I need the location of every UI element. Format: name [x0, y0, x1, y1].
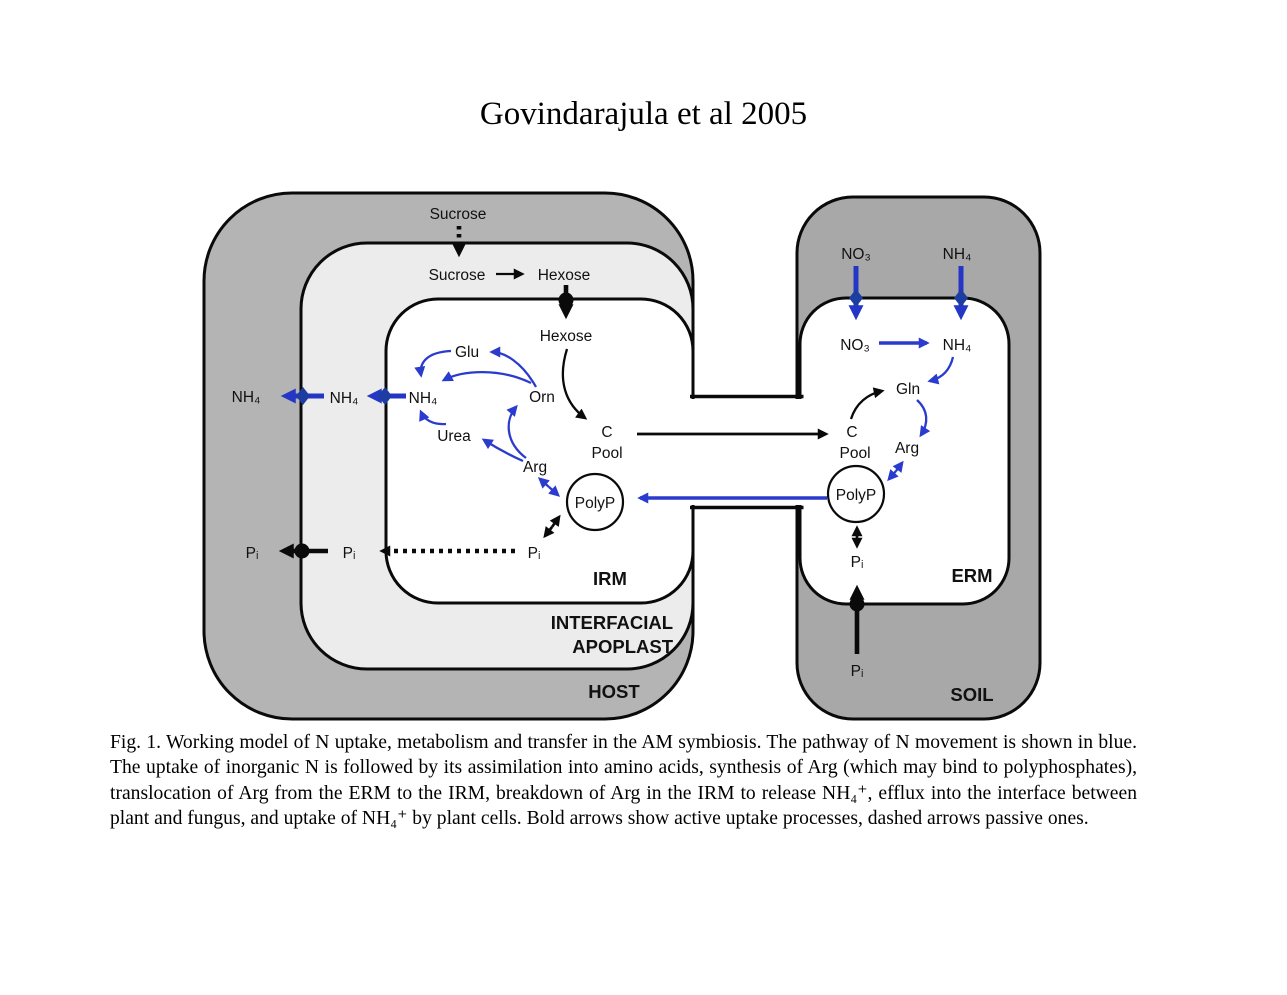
- sucrose-apoplast-label: Sucrose: [429, 267, 486, 284]
- cpool-irm-label-line2: Pool: [591, 445, 622, 462]
- arrow-orn-to-nh4: [441, 370, 532, 385]
- nh4-apoplast-label: NH₄: [330, 390, 359, 407]
- corridor-opening: [688, 399, 806, 505]
- nh4-transporter-diamond-host: [296, 387, 310, 405]
- gln-label: Gln: [896, 381, 920, 398]
- erm-region-label: ERM: [951, 565, 992, 586]
- hexose-transporter-dot: [558, 292, 574, 308]
- arrow-arg-to-urea: [481, 438, 524, 463]
- pi-transporter-dot-soil: [849, 596, 865, 612]
- pi-irm-label: Pᵢ: [528, 545, 541, 562]
- arrow-urea-to-nh4: [419, 409, 447, 426]
- cpool-erm-label-line2: Pool: [839, 445, 870, 462]
- arrow-arg-polyp-right-b: [892, 460, 904, 473]
- hexose-irm-label: Hexose: [540, 328, 593, 345]
- nh4-transporter-diamond-irm: [378, 387, 392, 405]
- arrow-arg-to-orn: [506, 404, 527, 459]
- arrow-polyp-pi-left-b: [549, 514, 561, 528]
- nh4-erm-label: NH₄: [943, 337, 972, 354]
- pi-host-label: Pᵢ: [246, 545, 259, 562]
- hexose-apoplast-label: Hexose: [538, 267, 591, 284]
- no3-transporter-diamond: [849, 289, 863, 307]
- pi-soil-label: Pᵢ: [851, 663, 864, 680]
- arg-irm-label: Arg: [523, 459, 547, 476]
- irm-region-label: IRM: [593, 568, 627, 589]
- polyp-erm-label: PolyP: [836, 487, 877, 504]
- arrow-gln-to-arg: [916, 399, 931, 438]
- arrow-polyp-pi-left-a: [543, 526, 555, 539]
- pi-erm-label: Pᵢ: [851, 554, 864, 571]
- interfacial-apoplast-label-line1: INTERFACIAL: [551, 612, 673, 633]
- polyp-circle-irm: [565, 472, 625, 532]
- figure-caption: Fig. 1. Working model of N uptake, metab…: [110, 732, 1137, 830]
- pi-apoplast-label: Pᵢ: [343, 545, 356, 562]
- interfacial-apoplast-label-line2: APOPLAST: [572, 636, 673, 657]
- arrow-arg-polyp-left-b: [537, 477, 550, 489]
- no3-erm-label: NO₃: [840, 337, 870, 354]
- nh4-irm-label: NH₄: [409, 390, 438, 407]
- arrow-cpool-to-gln: [849, 387, 885, 420]
- pi-transporter-dot-host: [294, 543, 310, 559]
- soil-region-label: SOIL: [950, 684, 993, 705]
- arrow-orn-to-glu: [489, 346, 538, 388]
- nh4-transporter-diamond-soil: [954, 289, 968, 307]
- nh4-soil-label: NH₄: [943, 246, 972, 263]
- sucrose-host-label: Sucrose: [430, 206, 487, 223]
- cpool-irm-label-line1: C: [601, 424, 612, 441]
- cpool-erm-label-line1: C: [846, 424, 857, 441]
- arrow-hexose-to-cpool: [561, 348, 588, 420]
- arrow-glu-to-nh4: [414, 349, 452, 378]
- orn-label: Orn: [529, 389, 555, 406]
- host-region-label: HOST: [588, 681, 640, 702]
- nh4-host-label: NH₄: [232, 389, 261, 406]
- no3-soil-label: NO₃: [841, 246, 871, 263]
- arrow-nh4-to-gln: [927, 356, 955, 385]
- arrow-arg-polyp-left-a: [548, 485, 561, 497]
- figure-title: Govindarajula et al 2005: [479, 96, 808, 132]
- urea-label: Urea: [437, 428, 471, 445]
- arg-erm-label: Arg: [895, 440, 919, 457]
- glu-label: Glu: [455, 344, 479, 361]
- polyp-circle-erm: [826, 464, 886, 524]
- polyp-irm-label: PolyP: [575, 495, 616, 512]
